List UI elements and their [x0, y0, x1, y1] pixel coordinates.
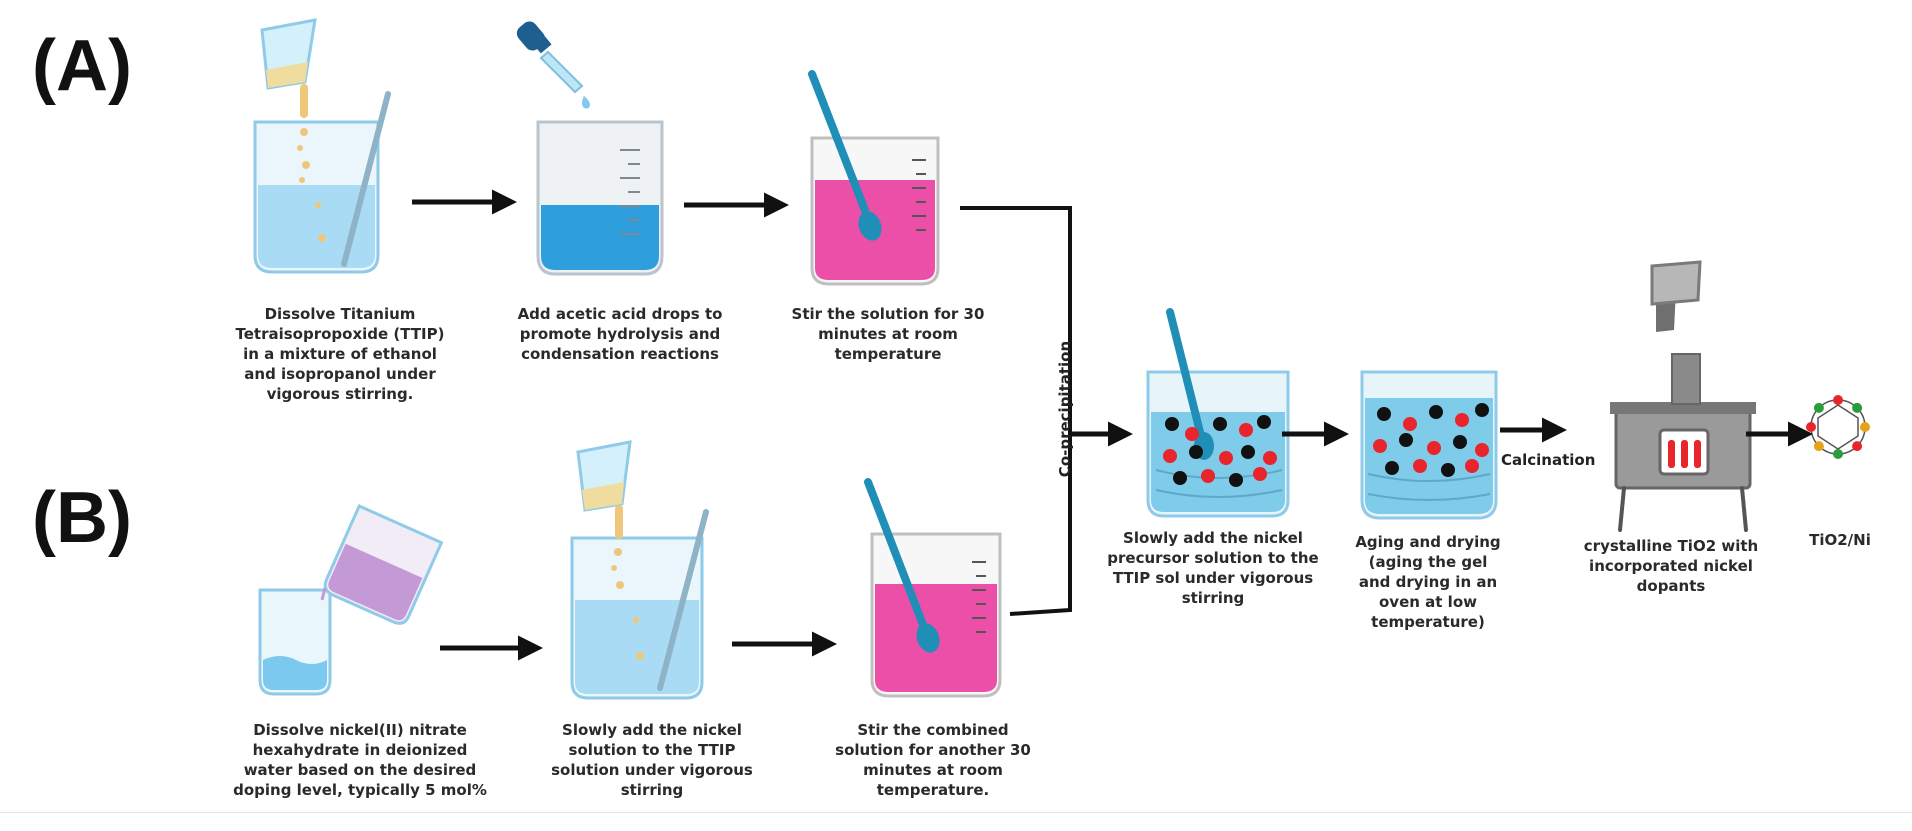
beaker-a3-icon — [808, 70, 940, 286]
particle-dot — [1413, 459, 1427, 473]
molecule-atom — [1860, 422, 1870, 432]
arrows — [412, 189, 1813, 661]
dropper-icon — [516, 21, 590, 109]
particle-dot — [1455, 413, 1469, 427]
particle-dot — [1385, 461, 1399, 475]
coprecipitation-label: Co-precipitation — [1056, 340, 1074, 478]
particle-dot — [1253, 467, 1267, 481]
particle-dot — [1163, 449, 1177, 463]
particle-dot — [1173, 471, 1187, 485]
particle-dot — [1189, 445, 1203, 459]
caption-c3: crystalline TiO2 with incorporated nicke… — [1583, 537, 1759, 595]
caption-a2: Add acetic acid drops to promote hydroly… — [517, 305, 723, 363]
molecule-atom — [1852, 441, 1863, 452]
particle-dot — [1165, 417, 1179, 431]
molecule-atom — [1813, 402, 1824, 413]
beaker-a2-icon — [516, 21, 664, 276]
particle-dot — [1475, 443, 1489, 457]
beaker-b3-icon — [864, 478, 1002, 698]
panel-label-b: (B) — [32, 478, 132, 558]
particle-dot — [1241, 445, 1255, 459]
caption-b2: Slowly add the nickel solution to the TT… — [551, 721, 753, 799]
connector-a-top — [960, 206, 1072, 616]
beaker-b1-icon — [258, 504, 444, 696]
particle-dot — [1453, 435, 1467, 449]
beaker-c1-icon — [1146, 308, 1290, 518]
caption-b1: Dissolve nickel(II) nitrate hexahydrate … — [233, 721, 487, 799]
particle-dot — [1201, 469, 1215, 483]
caption-a3: Stir the solution for 30 minutes at room… — [791, 305, 985, 363]
particle-dot — [1373, 439, 1387, 453]
molecule-atom — [1833, 395, 1843, 405]
caption-c1: Slowly add the nickel precursor solution… — [1107, 529, 1319, 607]
particle-dot — [1377, 407, 1391, 421]
caption-b3: Stir the combined solution for another 3… — [835, 721, 1031, 799]
particle-dot — [1427, 441, 1441, 455]
particle-dot — [1403, 417, 1417, 431]
particle-dot — [1219, 451, 1233, 465]
molecule-atom — [1813, 441, 1824, 452]
molecule-atom — [1833, 449, 1843, 459]
particle-dot — [1475, 403, 1489, 417]
caption-a1: Dissolve Titanium Tetraisopropoxide (TTI… — [235, 305, 445, 403]
molecule-atom — [1852, 402, 1863, 413]
beaker-a1-icon — [253, 18, 391, 274]
particle-dot — [1429, 405, 1443, 419]
particle-dot — [1185, 427, 1199, 441]
particle-dot — [1229, 473, 1243, 487]
particle-dot — [1213, 417, 1227, 431]
beaker-b2-icon — [570, 440, 709, 700]
particle-dot — [1257, 415, 1271, 429]
caption-c4: TiO2/Ni — [1809, 531, 1871, 549]
particle-dot — [1263, 451, 1277, 465]
bottom-divider — [0, 812, 1912, 813]
caption-c2: Aging and drying (aging the gel and dryi… — [1355, 533, 1501, 631]
particle-dot — [1441, 463, 1455, 477]
molecule-icon — [1806, 395, 1870, 459]
furnace-icon — [1610, 260, 1756, 532]
particle-dot — [1239, 423, 1253, 437]
particle-dot — [1465, 459, 1479, 473]
molecule-atom — [1806, 422, 1816, 432]
particle-dot — [1399, 433, 1413, 447]
panel-label-a: (A) — [32, 26, 132, 106]
calcination-label: Calcination — [1501, 451, 1596, 469]
